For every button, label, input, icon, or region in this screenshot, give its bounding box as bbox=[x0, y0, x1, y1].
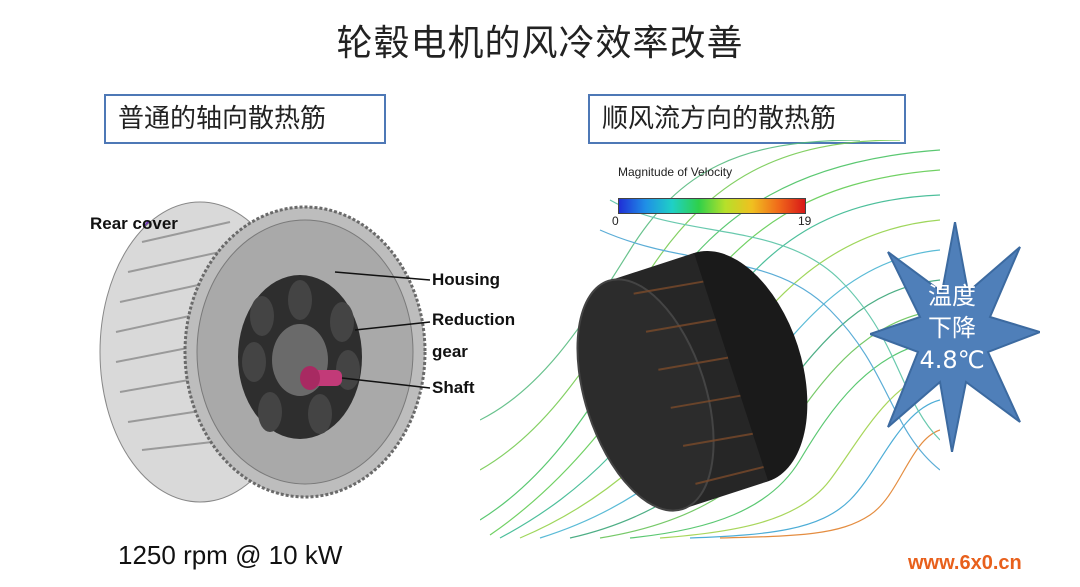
callout-line-1: 温度 bbox=[928, 282, 976, 310]
colorbar-title: Magnitude of Velocity bbox=[618, 165, 733, 179]
slide-title: 轮毂电机的风冷效率改善 bbox=[336, 23, 744, 64]
callout-line-2: 下降 bbox=[928, 314, 976, 342]
rpm-power-text: 1250 rpm @ 10 kW bbox=[118, 540, 343, 570]
colorbar-max-label: 19 bbox=[798, 214, 812, 228]
hub-motor-illustration bbox=[99, 201, 431, 503]
callout-line-3: 4.8℃ bbox=[919, 346, 985, 374]
temperature-drop-star bbox=[870, 222, 1040, 452]
cfd-streamline-image bbox=[480, 140, 940, 539]
shaft-label: Shaft bbox=[432, 378, 475, 397]
temperature-drop-text: 温度 下降 4.8℃ bbox=[900, 280, 1004, 376]
colorbar-min-label: 0 bbox=[612, 214, 619, 228]
axial-fins-label: 普通的轴向散热筋 bbox=[104, 94, 386, 144]
site-watermark: www.6x0.cn bbox=[908, 552, 1022, 574]
rear-cover-label: Rear cover bbox=[90, 214, 178, 233]
housing-label: Housing bbox=[432, 270, 500, 289]
velocity-colorbar bbox=[618, 198, 806, 214]
gear-label: gear bbox=[432, 342, 468, 361]
reduction-label: Reduction bbox=[432, 310, 516, 329]
flow-direction-fins-label: 顺风流方向的散热筋 bbox=[588, 94, 906, 144]
